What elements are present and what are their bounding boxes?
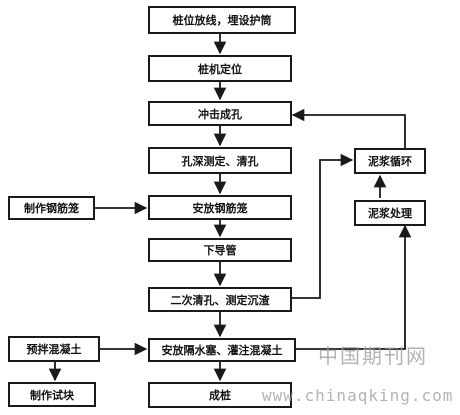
node-make-test-block: 制作试块 [8,382,96,407]
node-mud-circulation: 泥浆循环 [354,148,426,174]
node-depth-clean: 孔深测定、清孔 [148,147,292,174]
node-second-clean: 二次清孔、测定沉渣 [148,287,292,312]
node-rig-positioning: 桩机定位 [148,55,292,82]
watermark-url: www.chinaqking.com [262,386,454,405]
node-make-rebar-cage: 制作钢筋笼 [8,196,95,220]
arrow-mudtreat-n3 [291,108,406,148]
arrow-n7-mudtreat [292,153,354,299]
node-mud-treatment: 泥浆处理 [354,200,426,226]
node-pile-layout: 桩位放线，埋设护筒 [148,6,296,34]
node-percussive-drilling: 冲击成孔 [148,101,292,126]
arrow-n8-mudcirc [295,224,412,350]
node-premix-concrete: 预拌混凝土 [8,336,100,362]
node-pile-complete: 成桩 [148,382,292,408]
node-pour-concrete: 安放隔水塞、灌注混凝土 [148,338,296,362]
node-lower-tremie: 下导管 [148,238,292,262]
node-place-rebar-cage: 安放钢筋笼 [148,195,292,220]
watermark-cn: 中国期刊网 [318,344,428,368]
